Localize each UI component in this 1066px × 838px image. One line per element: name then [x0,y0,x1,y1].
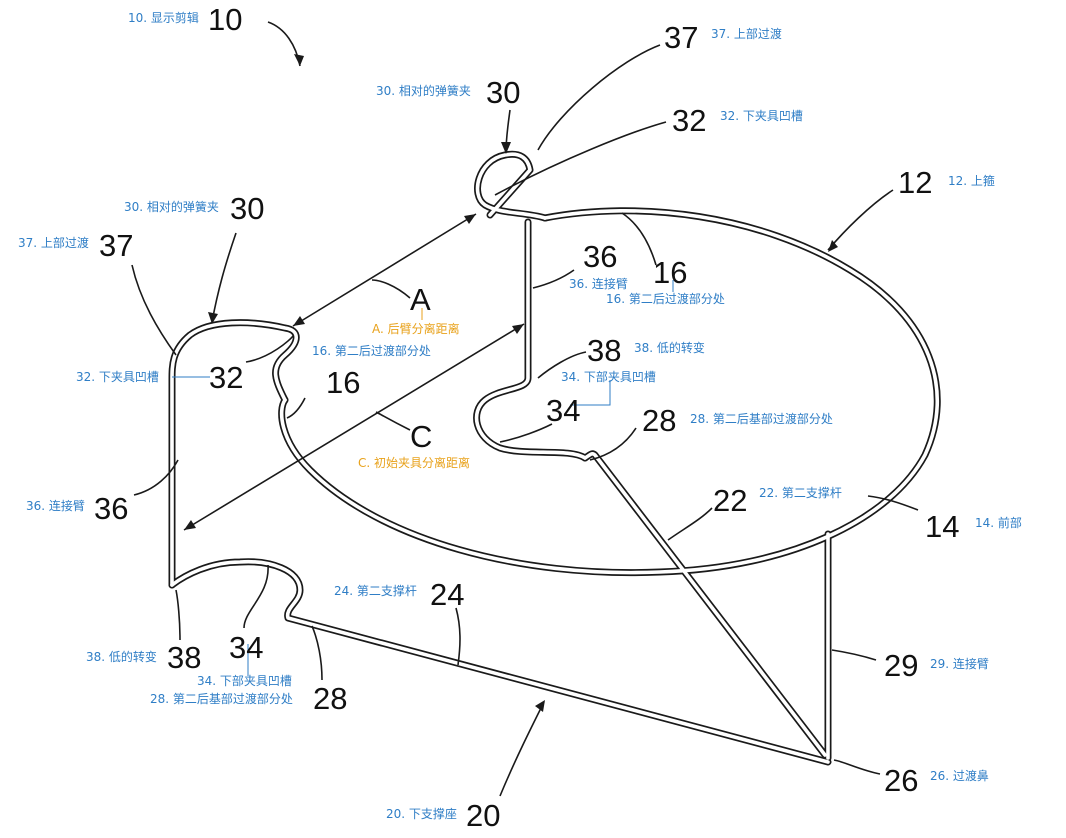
caption-16-left: 16. 第二后过渡部分处 [312,343,431,358]
wire-inner [170,152,939,764]
ref-32-left: 32 [209,360,243,395]
caption-34-left: 34. 下部夹具凹槽 [197,673,292,688]
ref-A: A [410,282,431,317]
caption-24: 24. 第二支撑杆 [334,583,417,598]
ref-24: 24 [430,577,464,612]
ref-12: 12 [898,165,932,200]
caption-22: 22. 第二支撑杆 [759,485,842,500]
ref-28-mid: 28 [642,403,676,438]
ref-28-left: 28 [313,681,347,716]
ref-16-right: 16 [653,255,687,290]
right-spring-clip-inner [475,152,547,220]
caption-20: 20. 下支撑座 [386,806,457,821]
ref-38-mid: 38 [587,333,621,368]
dimension-lines [183,213,525,531]
ref-36-left: 36 [94,491,128,526]
caption-36-left: 36. 连接臂 [26,498,85,513]
caption-30-top: 30. 相对的弹簧夹 [376,83,471,98]
ref-32-top: 32 [672,103,706,138]
caption-34-mid: 34. 下部夹具凹槽 [561,369,656,384]
caption-16-right: 16. 第二后过渡部分处 [606,291,725,306]
caption-32-top: 32. 下夹具凹槽 [720,109,803,123]
ref-26: 26 [884,763,918,798]
wire-frame [168,150,941,766]
upper-hoop-inner [279,208,939,575]
ref-C: C [410,419,432,454]
caption-36-mid: 36. 连接臂 [569,276,628,291]
caption-10: 10. 显示剪辑 [128,10,199,25]
ref-36-mid: 36 [583,239,617,274]
caption-30-left: 30. 相对的弹簧夹 [124,199,219,214]
right-connecting-arm-inner [474,220,587,460]
leader-lines [131,21,919,797]
caption-14: 14. 前部 [975,515,1022,530]
caption-28-mid: 28. 第二后基部过渡部分处 [690,411,833,426]
caption-C: C. 初始夹具分离距离 [358,455,470,470]
ref-30-top: 30 [486,75,520,110]
ref-20: 20 [466,798,500,833]
caption-29: 29. 连接臂 [930,656,989,671]
ref-30-left: 30 [230,191,264,226]
ref-29: 29 [884,648,918,683]
caption-connectors [172,280,674,676]
reference-labels: 10. 显示剪辑 10 37 37. 上部过渡 30. 相对的弹簧夹 30 32… [18,2,1022,833]
caption-38-left: 38. 低的转变 [86,649,157,664]
ref-14: 14 [925,509,959,544]
left-lower-clip-inner [170,559,830,764]
caption-37-left: 37. 上部过渡 [18,235,89,250]
caption-32-left: 32. 下夹具凹槽 [76,370,159,384]
caption-37-right: 37. 上部过渡 [711,26,782,41]
ref-10: 10 [208,2,242,37]
ref-37-right: 37 [664,20,698,55]
ref-16-left: 16 [326,365,360,400]
left-spring-clip-inner [170,320,299,587]
caption-A: A. 后臂分离距离 [372,321,460,336]
left-lower-clip [168,558,832,766]
caption-28-left: 28. 第二后基部过渡部分处 [150,691,293,706]
ref-37-left: 37 [99,228,133,263]
caption-38-mid: 38. 低的转变 [634,340,705,355]
ref-34-left: 34 [229,630,263,665]
ref-34-mid: 34 [546,393,580,428]
ref-38-left: 38 [167,640,201,675]
second-support-rod-22-inner [583,451,827,757]
caption-26: 26. 过渡鼻 [930,768,989,783]
ref-22: 22 [713,483,747,518]
caption-12: 12. 上箍 [948,173,995,188]
